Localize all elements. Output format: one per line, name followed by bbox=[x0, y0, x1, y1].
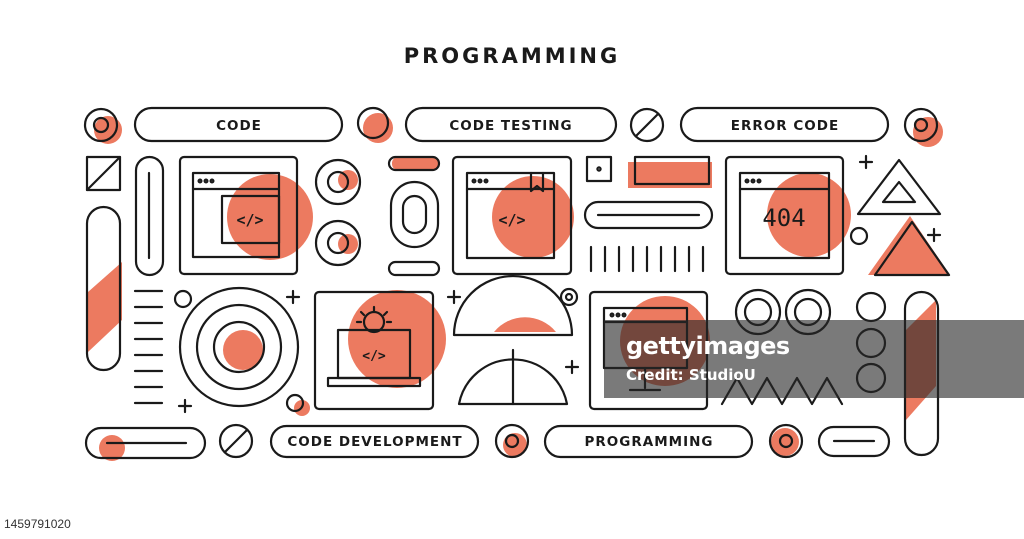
code-testing-label: CODE TESTING bbox=[449, 118, 572, 134]
programming-label: PROGRAMMING bbox=[585, 434, 714, 450]
accent-shapes bbox=[88, 113, 950, 461]
watermark-overlay: gettyimages Credit: StudioU bbox=[604, 320, 1024, 398]
page-title: PROGRAMMING bbox=[403, 44, 621, 68]
image-id: 1459791020 bbox=[0, 509, 100, 539]
error-code-label: ERROR CODE bbox=[731, 118, 839, 134]
code-development-label: CODE DEVELOPMENT bbox=[287, 434, 462, 450]
code-tag-icon: </> bbox=[236, 211, 263, 229]
watermark-credit: Credit: StudioU bbox=[626, 366, 756, 384]
bottom-bar bbox=[0, 507, 1024, 539]
line-icons bbox=[83, 106, 951, 460]
error-404-icon: 404 bbox=[762, 204, 805, 232]
code-tag-icon: </> bbox=[362, 349, 386, 364]
code-label: CODE bbox=[216, 118, 262, 134]
watermark-logo: gettyimages bbox=[626, 332, 790, 360]
code-tag-icon: </> bbox=[498, 211, 525, 229]
